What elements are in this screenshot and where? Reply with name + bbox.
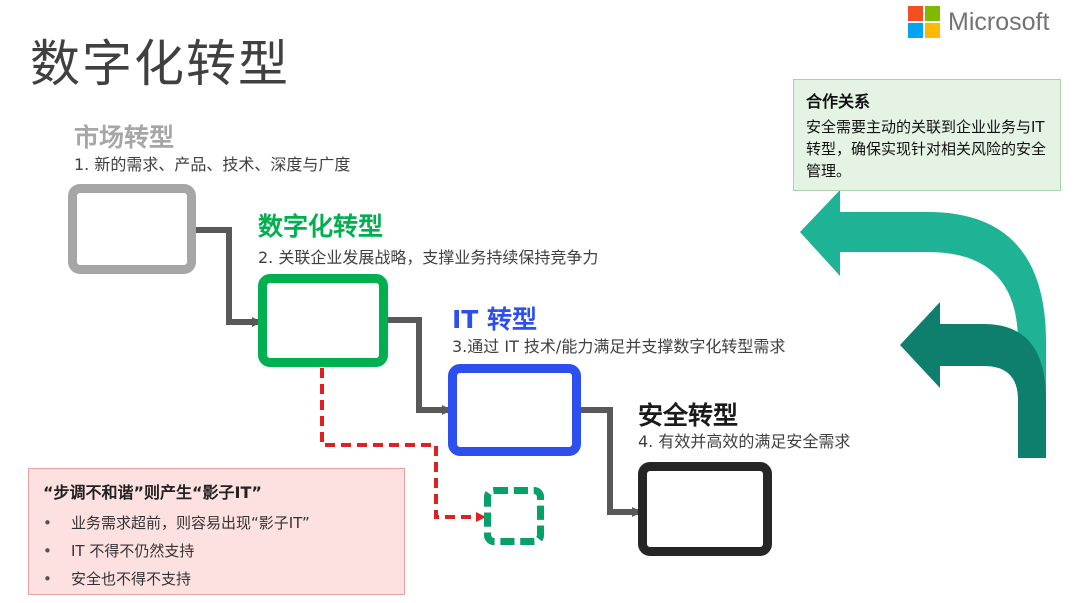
- microsoft-logo-text: Microsoft: [948, 7, 1050, 36]
- stage-market-box: [68, 184, 196, 274]
- stage-it-title: IT 转型: [452, 305, 538, 334]
- shadow-it-box: [484, 487, 544, 545]
- stage-digital-title: 数字化转型: [258, 212, 384, 241]
- warning-item: •安全也不得不支持: [43, 570, 192, 588]
- microsoft-logo-icon: [908, 6, 940, 38]
- stage-security-desc: 4. 有效并高效的满足安全需求: [638, 432, 851, 451]
- microsoft-logo: Microsoft: [908, 6, 1049, 38]
- shadow-it-box-stripes: [484, 487, 544, 545]
- stage-it-desc: 3.通过 IT 技术/能力满足并支撑数字化转型需求: [452, 337, 786, 356]
- partnership-title: 合作关系: [806, 92, 871, 111]
- warning-list: •业务需求超前，则容易出现“影子IT” •IT 不得不仍然支持 •安全也不得不支…: [43, 509, 390, 593]
- stage-digital-desc: 2. 关联企业发展战略，支撑业务持续保持竞争力: [258, 248, 599, 267]
- connector-1-2: [196, 227, 262, 327]
- warning-title: “步调不和谐”则产生“影子IT”: [43, 483, 262, 502]
- curved-arrow-light-icon: [800, 190, 1046, 458]
- page-title: 数字化转型: [30, 35, 290, 93]
- shadow-it-connector: [320, 368, 486, 522]
- partnership-note: 合作关系 安全需要主动的关联到企业业务与IT转型，确保实现针对相关风险的安全管理…: [793, 79, 1061, 191]
- warning-item: •业务需求超前，则容易出现“影子IT”: [43, 514, 310, 532]
- curved-arrow-dark-icon: [900, 302, 1046, 458]
- connector-2-3: [388, 317, 452, 415]
- stage-market-title: 市场转型: [74, 123, 175, 152]
- shadow-it-warning: “步调不和谐”则产生“影子IT” •业务需求超前，则容易出现“影子IT” •IT…: [28, 468, 405, 595]
- stage-security-box: [638, 462, 772, 556]
- partnership-body: 安全需要主动的关联到企业业务与IT转型，确保实现针对相关风险的安全管理。: [806, 118, 1047, 180]
- connector-3-4: [581, 407, 642, 517]
- stage-it-box: [448, 364, 581, 456]
- stage-digital-box: [258, 274, 388, 367]
- stage-security-title: 安全转型: [638, 401, 739, 430]
- warning-item: •IT 不得不仍然支持: [43, 542, 195, 560]
- stage-market-desc: 1. 新的需求、产品、技术、深度与广度: [74, 155, 351, 174]
